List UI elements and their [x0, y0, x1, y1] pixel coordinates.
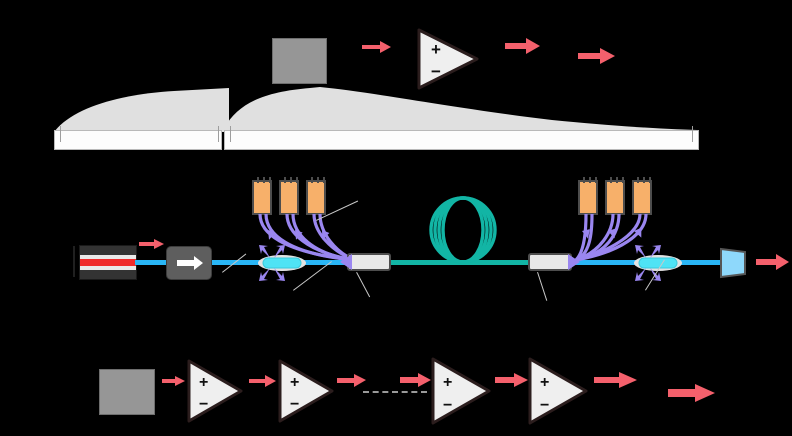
leader-line-combiner-left — [356, 272, 371, 298]
chain-arrow-0 — [162, 375, 186, 387]
splice-point-left — [254, 242, 310, 284]
doped-fiber-coil — [424, 193, 502, 265]
span-bar-left — [54, 130, 222, 150]
amp4-minus: − — [540, 397, 549, 414]
arrow-amp-out-1 — [505, 37, 541, 55]
chain-arrow-1 — [249, 374, 277, 388]
amp-stage-1: + − — [186, 358, 244, 424]
seed-output-arrow — [139, 238, 165, 250]
amp-stage-2: + − — [277, 358, 335, 424]
amp3-minus: − — [443, 397, 452, 414]
splice-point-right — [630, 242, 686, 284]
span-bar-left-tick — [60, 126, 61, 142]
pump-diode-l1 — [252, 177, 272, 215]
chain-ellipsis-dashes — [363, 391, 427, 393]
amp2-minus: − — [290, 396, 299, 413]
arrow-amp-out-2 — [578, 47, 616, 65]
fiber-stub-seed — [135, 260, 165, 265]
span-wedge-left — [54, 84, 229, 132]
pump-diode-r3 — [632, 177, 652, 215]
amp1-minus: − — [199, 396, 208, 413]
span-bar-right — [224, 130, 699, 150]
pump-diode-bank-left — [252, 177, 332, 216]
pump-combiner-left — [347, 253, 391, 271]
amp1-plus: + — [199, 374, 208, 391]
amp4-plus: + — [540, 374, 549, 391]
seed-laser-diode — [79, 245, 137, 280]
top-amplifier-symbol: + − — [416, 27, 480, 91]
amp-stage-3: + − — [430, 356, 492, 426]
chain-arrow-5 — [594, 371, 638, 389]
optical-isolator — [166, 246, 212, 280]
laser-stripe-white-top — [80, 255, 136, 259]
chain-arrow-4 — [495, 372, 529, 388]
output-beam-arrow — [756, 253, 790, 271]
pump-diode-l2 — [279, 177, 299, 215]
amp2-plus: + — [290, 374, 299, 391]
arrow-seed-to-amp — [362, 40, 392, 54]
pump-taper-right — [568, 254, 580, 270]
chain-arrow-2 — [337, 373, 367, 388]
output-collimator-lens — [718, 246, 748, 280]
leader-line-combiner-right — [537, 272, 548, 301]
span-bar-left-tick-end — [218, 126, 219, 142]
top-amp-minus: − — [431, 62, 441, 81]
laser-stripe-white-bottom — [80, 266, 136, 270]
pump-taper-left — [340, 254, 352, 270]
laser-back-mirror — [73, 246, 75, 277]
chain-source-box — [99, 369, 155, 415]
span-wedge-right — [222, 82, 697, 132]
pump-combiner-right — [528, 253, 572, 271]
pump-diode-l3 — [306, 177, 326, 215]
top-seed-box — [272, 38, 327, 84]
laser-stripe-red — [80, 259, 136, 266]
pump-beams-right — [570, 212, 680, 264]
span-bar-right-tick — [230, 126, 231, 142]
pump-diode-r1 — [578, 177, 598, 215]
pump-diode-bank-right — [578, 177, 658, 216]
span-bar-right-tick-end — [692, 126, 693, 142]
chain-arrow-6 — [668, 383, 716, 403]
amp-stage-4: + − — [527, 356, 589, 426]
top-amp-plus: + — [431, 40, 441, 59]
chain-arrow-3 — [400, 372, 432, 388]
amp3-plus: + — [443, 374, 452, 391]
pump-diode-r2 — [605, 177, 625, 215]
